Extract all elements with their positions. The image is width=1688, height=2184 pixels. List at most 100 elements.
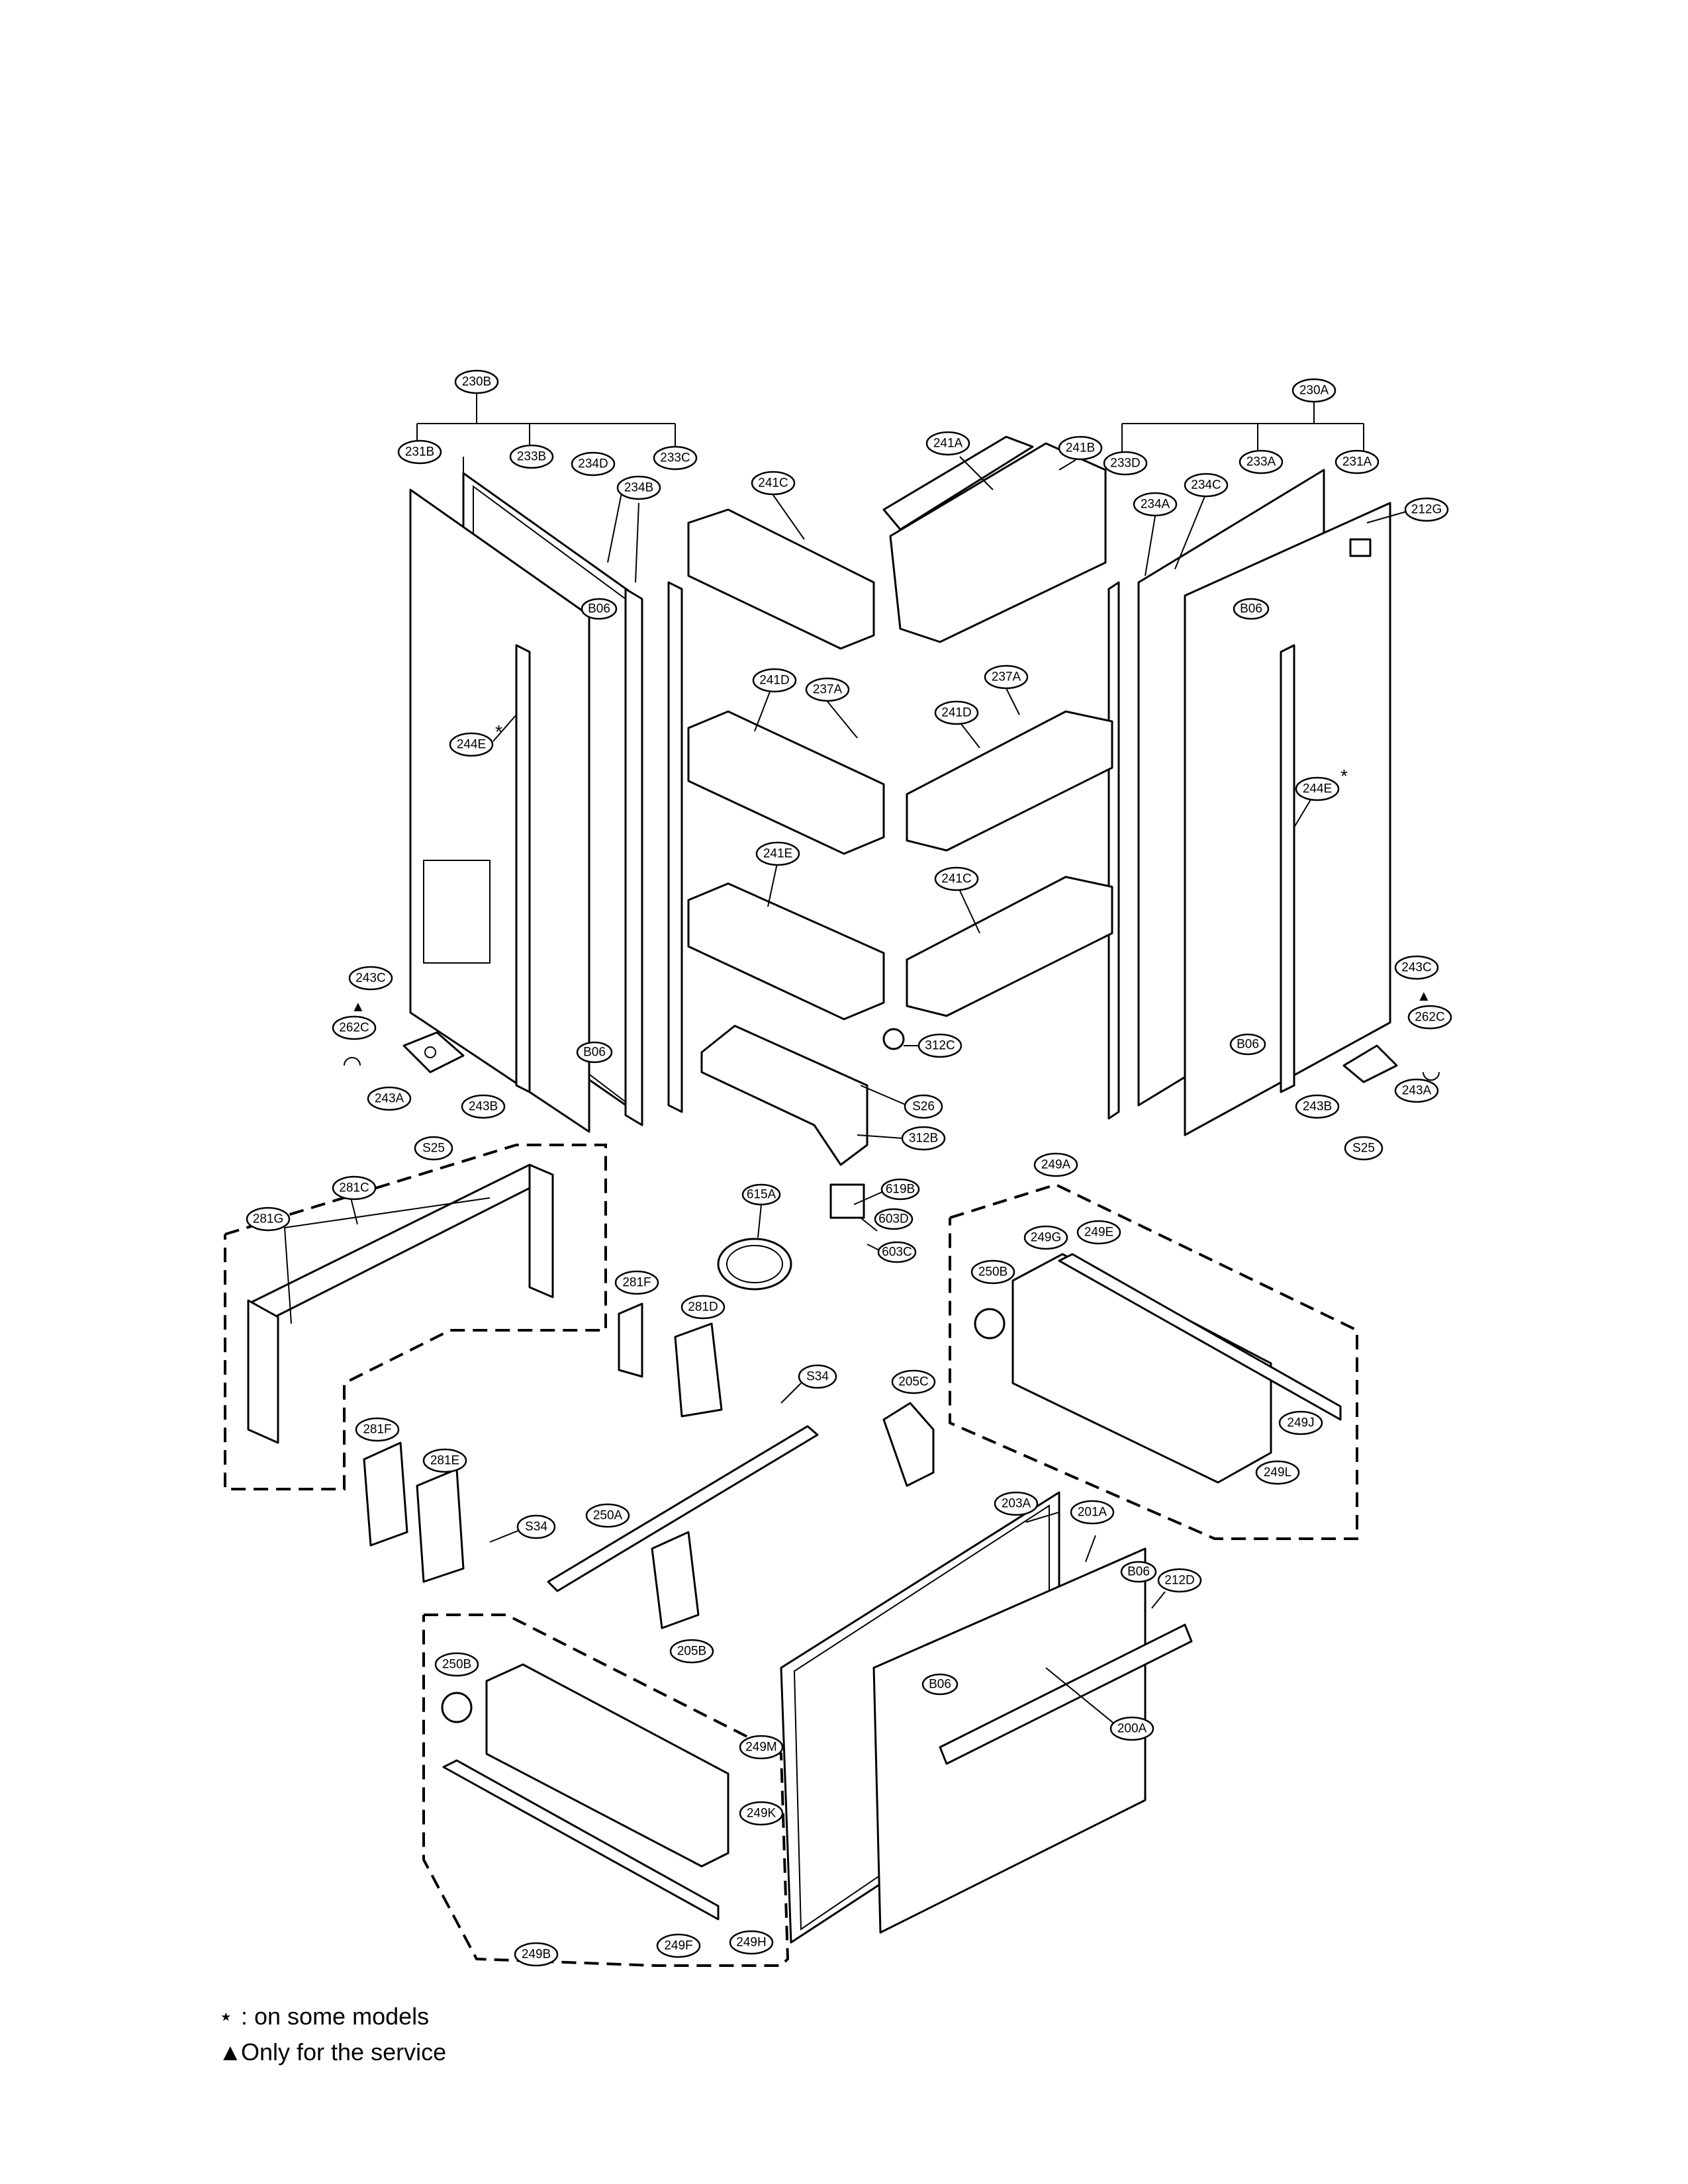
svg-text:262C: 262C: [339, 1021, 369, 1035]
part-label-249J: 249J: [1278, 1410, 1323, 1435]
triangle-icon: ▲: [218, 2038, 242, 2066]
part-label-205B: 205B: [669, 1639, 714, 1664]
hinge-281G-right: [528, 1163, 554, 1298]
part-label-281E: 281E: [422, 1448, 467, 1473]
svg-text:233C: 233C: [660, 451, 690, 465]
part-label-233A: 233A: [1239, 449, 1284, 475]
svg-text:244E: 244E: [457, 738, 486, 752]
door-bin-241C-top: [687, 508, 875, 650]
svg-text:281D: 281D: [688, 1300, 718, 1314]
svg-text:241B: 241B: [1066, 441, 1095, 455]
svg-text:S34: S34: [525, 1520, 547, 1534]
part-label-241D-r: 241D: [934, 700, 979, 725]
part-label-262C-l: 262C: [332, 1015, 377, 1040]
svg-text:205C: 205C: [898, 1375, 928, 1389]
svg-text:233A: 233A: [1246, 455, 1276, 469]
svg-text:281G: 281G: [253, 1212, 283, 1226]
part-label-S26: S26: [904, 1094, 943, 1119]
part-label-241E: 241E: [755, 841, 800, 866]
svg-text:B06: B06: [929, 1678, 951, 1692]
part-label-241C-top: 241C: [751, 471, 796, 496]
part-label-234C: 234C: [1184, 473, 1229, 498]
svg-text:200A: 200A: [1117, 1722, 1147, 1736]
bin-cover-241A: [882, 435, 1034, 531]
svg-text:241D: 241D: [759, 674, 789, 688]
part-label-249B: 249B: [514, 1942, 559, 1967]
svg-text:S25: S25: [1352, 1142, 1375, 1156]
svg-text:250B: 250B: [442, 1658, 471, 1672]
svg-text:S25: S25: [422, 1142, 445, 1156]
svg-text:241D: 241D: [941, 706, 971, 720]
svg-text:250B: 250B: [978, 1265, 1008, 1279]
svg-text:234C: 234C: [1191, 478, 1221, 492]
part-label-234B: 234B: [616, 475, 661, 500]
part-label-230A: 230A: [1291, 378, 1336, 403]
svg-text:619B: 619B: [886, 1183, 915, 1197]
right-door-assembly: [1107, 400, 1440, 1136]
rail-frame-249G: [1011, 1253, 1272, 1484]
right-door-handle: [1280, 644, 1295, 1093]
part-label-615A: 615A: [741, 1183, 781, 1206]
svg-text:243B: 243B: [469, 1100, 498, 1114]
part-label-S34-b: S34: [516, 1514, 556, 1539]
hinge-bar-281C-group: [224, 1144, 607, 1490]
svg-text:281F: 281F: [622, 1276, 651, 1290]
part-label-241A: 241A: [925, 431, 970, 456]
part-label-603C: 603C: [877, 1241, 917, 1263]
part-label-200A: 200A: [1109, 1716, 1154, 1741]
svg-text:241C: 241C: [941, 872, 971, 886]
door-bin-241E: [687, 882, 885, 1021]
svg-text:243B: 243B: [1303, 1100, 1332, 1114]
svg-text:249J: 249J: [1287, 1416, 1314, 1430]
svg-text:241C: 241C: [758, 477, 788, 490]
part-label-B06-d1: B06: [1120, 1561, 1157, 1583]
left-door-mullion: [667, 581, 683, 1113]
cover-281D: [674, 1322, 723, 1418]
left-door-handle: [515, 644, 531, 1093]
svg-text:615A: 615A: [747, 1188, 776, 1202]
svg-text:249E: 249E: [1084, 1226, 1113, 1240]
svg-text:281F: 281F: [363, 1423, 391, 1437]
svg-text:233D: 233D: [1110, 457, 1140, 471]
svg-text:S26: S26: [912, 1100, 935, 1114]
door-bin-241D-left: [687, 710, 885, 855]
part-label-237A-l: 237A: [805, 677, 850, 702]
part-label-B06-ur: B06: [1233, 598, 1270, 620]
part-label-243A-l: 243A: [367, 1086, 412, 1111]
svg-text:243C: 243C: [355, 972, 385, 985]
svg-text:B06: B06: [1127, 1565, 1150, 1579]
part-label-241B: 241B: [1058, 435, 1103, 461]
legend-text-some-models: : on some models: [241, 2003, 430, 2030]
part-label-233C: 233C: [653, 445, 698, 471]
part-label-234A: 234A: [1133, 492, 1178, 517]
part-label-B06-d2: B06: [921, 1673, 959, 1696]
bracket-205C: [882, 1402, 935, 1487]
svg-text:262C: 262C: [1415, 1011, 1444, 1024]
svg-text:603D: 603D: [878, 1212, 908, 1226]
part-label-S25-l: S25: [414, 1136, 453, 1161]
hinge-281G-left: [247, 1299, 279, 1444]
part-label-281F-a: 281F: [614, 1270, 659, 1295]
part-label-243B-l: 243B: [461, 1094, 506, 1119]
svg-text:212D: 212D: [1164, 1574, 1194, 1588]
drawer-panel-201A: [872, 1547, 1147, 1934]
part-label-B06-lr: B06: [1229, 1033, 1266, 1056]
legend-row-service: ▲Only for the service: [218, 2034, 446, 2070]
freezer-drawer: [780, 1491, 1193, 1944]
part-label-233B: 233B: [509, 444, 554, 469]
gear-250B-left: [441, 1692, 473, 1723]
svg-text:230B: 230B: [462, 375, 491, 389]
part-label-S34-a: S34: [798, 1364, 837, 1389]
svg-text:243C: 243C: [1401, 961, 1431, 975]
part-label-249H: 249H: [729, 1930, 774, 1955]
svg-text:241A: 241A: [933, 437, 963, 451]
door-bin-241C-mid: [906, 876, 1113, 1017]
part-label-249L: 249L: [1255, 1460, 1300, 1485]
left-door-panel: [409, 488, 590, 1133]
part-label-249K: 249K: [739, 1801, 784, 1826]
rail-frame-249M: [485, 1663, 729, 1868]
rail-assembly-249A-group: [949, 1183, 1358, 1540]
legend: ⋆: on some models ▲Only for the service: [218, 1999, 446, 2070]
part-label-249F: 249F: [656, 1933, 701, 1958]
